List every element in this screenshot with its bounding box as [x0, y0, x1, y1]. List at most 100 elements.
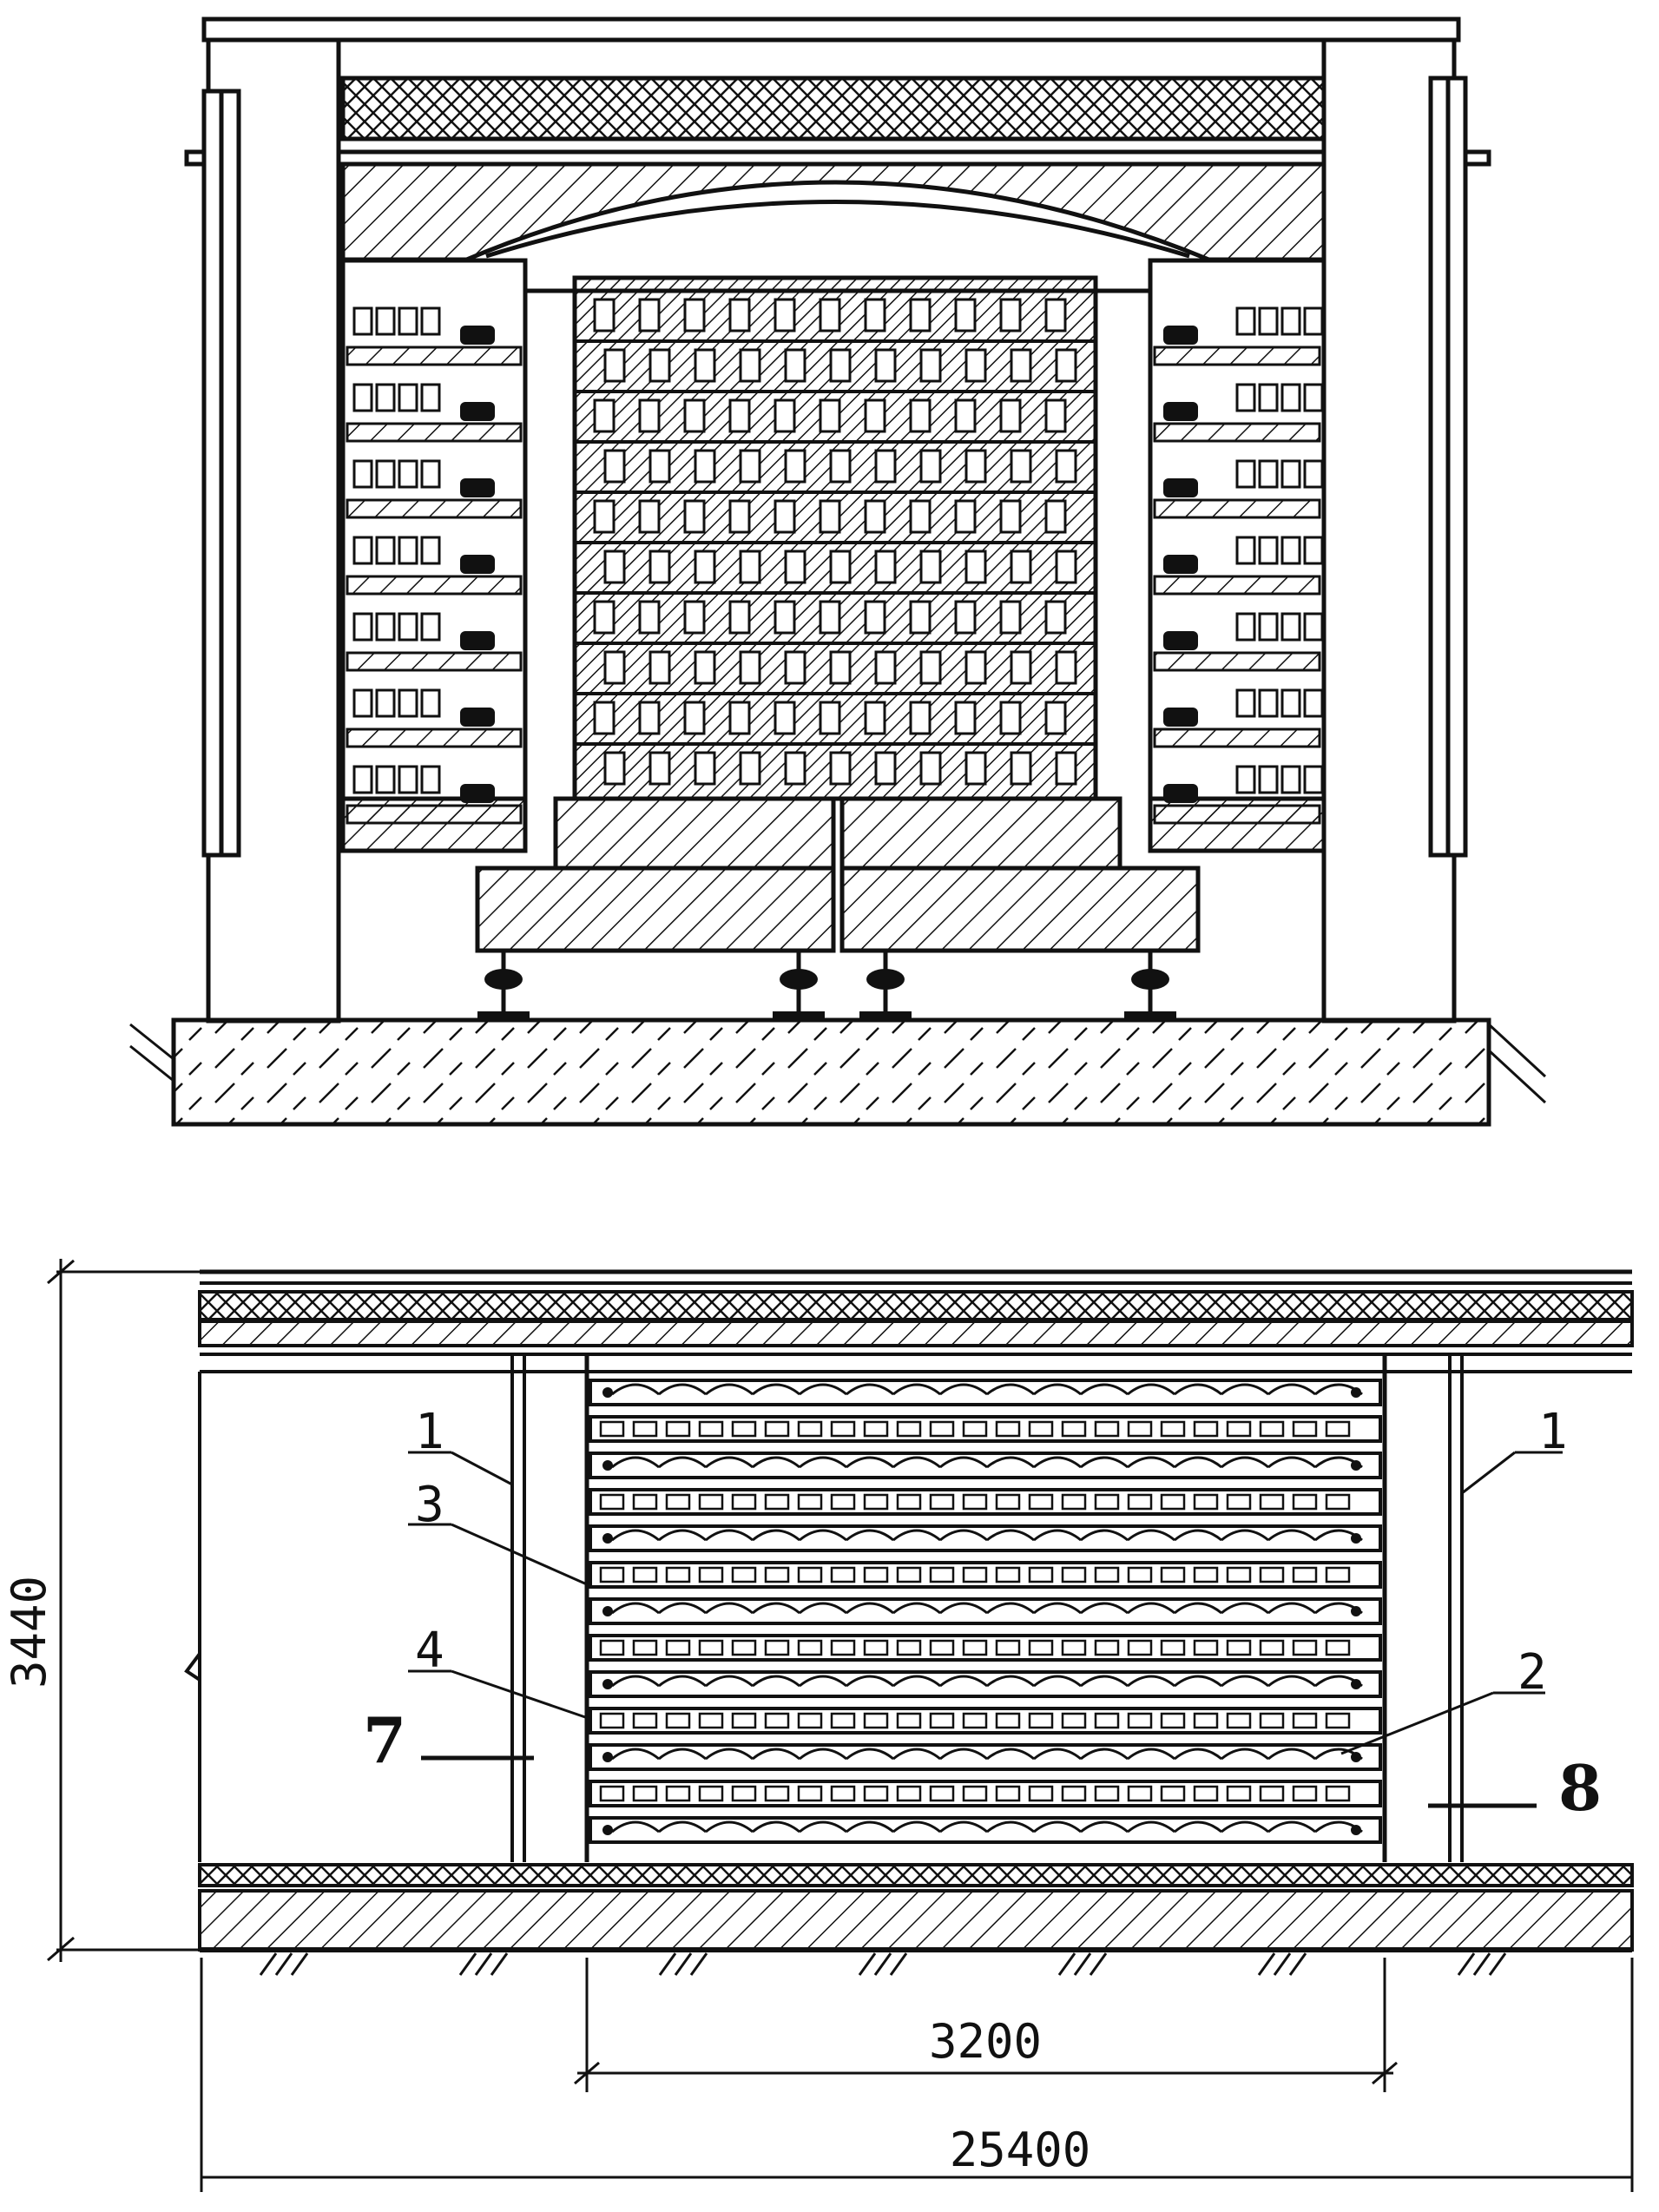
charge-opening [1010, 650, 1032, 685]
dimension-height: 3440 [2, 1576, 56, 1689]
wall-brick [398, 688, 418, 718]
charge-opening [954, 600, 977, 635]
heater-rows [589, 1379, 1382, 1844]
charge-opening [964, 751, 987, 786]
wall-brick [420, 536, 441, 565]
charge-opening [954, 398, 977, 433]
charge-opening [999, 499, 1022, 534]
wall-brick [1303, 688, 1324, 718]
burner-block [460, 555, 495, 574]
burner-shelf [346, 575, 523, 596]
wall-brick [1258, 765, 1279, 794]
burner-shelf [346, 804, 523, 825]
support-roller [866, 969, 905, 990]
charge-opening [874, 348, 897, 383]
wall-brick [352, 306, 373, 336]
charge-opening [784, 348, 806, 383]
wall-brick [375, 765, 396, 794]
charge-opening [819, 499, 841, 534]
roof-plate [201, 16, 1461, 43]
wall-brick [398, 765, 418, 794]
wall-brick [352, 612, 373, 642]
charge-opening [919, 650, 942, 685]
wall-brick [1280, 765, 1301, 794]
wall-brick [1235, 306, 1256, 336]
charge-opening [784, 550, 806, 584]
wall-brick [398, 459, 418, 489]
plan-ground-ticks [259, 1952, 1507, 1976]
burner-shelf [346, 727, 523, 748]
charge-opening [864, 398, 886, 433]
support-base [859, 1011, 912, 1020]
wall-brick [1235, 765, 1256, 794]
wall-brick [398, 306, 418, 336]
charge-opening [728, 398, 751, 433]
charge-opening [739, 550, 761, 584]
charge-opening [1010, 449, 1032, 484]
wall-brick [1280, 536, 1301, 565]
wall-brick [352, 383, 373, 412]
charge-opening [1010, 348, 1032, 383]
charge-opening [1010, 751, 1032, 786]
charge-opening [774, 499, 796, 534]
charge-opening [1055, 650, 1077, 685]
support-roller [484, 969, 523, 990]
callout-8: 8 [1558, 1751, 1602, 1825]
callout-4: 4 [415, 1623, 444, 1679]
charge-opening [774, 600, 796, 635]
charge-opening [954, 298, 977, 332]
charge-opening [784, 751, 806, 786]
support-base [477, 1011, 530, 1020]
charge-opening [1044, 499, 1067, 534]
burner-block [1163, 326, 1198, 345]
wall-brick [1235, 612, 1256, 642]
charge-opening [593, 298, 616, 332]
charge-opening [638, 701, 661, 735]
charge-opening [739, 348, 761, 383]
burner-shelf [1153, 346, 1321, 366]
charge-opening [683, 298, 706, 332]
charge-opening [774, 701, 796, 735]
charge-opening [999, 298, 1022, 332]
charge-opening [694, 751, 716, 786]
charge-opening [909, 499, 932, 534]
charge-opening [603, 751, 626, 786]
charge-opening [683, 600, 706, 635]
charge-opening [739, 449, 761, 484]
roller-supports [477, 951, 1176, 1020]
dimension-overall-width: 25400 [950, 2123, 1091, 2177]
charge-opening [694, 449, 716, 484]
charge-opening [999, 398, 1022, 433]
charge-opening [774, 398, 796, 433]
dimension-lines [47, 1259, 1634, 2192]
wall-brick [398, 383, 418, 412]
wall-brick [420, 765, 441, 794]
callout-1-left: 1 [415, 1404, 444, 1460]
charge-opening [774, 298, 796, 332]
charge-opening [864, 600, 886, 635]
charge-opening [819, 398, 841, 433]
burner-shelf [346, 422, 523, 443]
plan-top-insulation [198, 1290, 1634, 1321]
charge-opening [909, 398, 932, 433]
support-roller [1131, 969, 1169, 990]
charge-opening [593, 600, 616, 635]
burner-block [1163, 631, 1198, 650]
charge-opening [829, 550, 852, 584]
wall-brick [352, 688, 373, 718]
wall-brick [1303, 765, 1324, 794]
wall-brick [398, 612, 418, 642]
charge-opening [999, 701, 1022, 735]
charge-opening [829, 348, 852, 383]
charge-opening [1055, 550, 1077, 584]
wall-brick [352, 765, 373, 794]
wall-brick [420, 383, 441, 412]
charge-opening [919, 751, 942, 786]
burner-block [1163, 555, 1198, 574]
charge-opening [819, 701, 841, 735]
charge-opening [1044, 398, 1067, 433]
wall-brick [1280, 688, 1301, 718]
foundation-slab [171, 1017, 1491, 1127]
burner-shelf [346, 498, 523, 519]
burner-shelf [346, 346, 523, 366]
